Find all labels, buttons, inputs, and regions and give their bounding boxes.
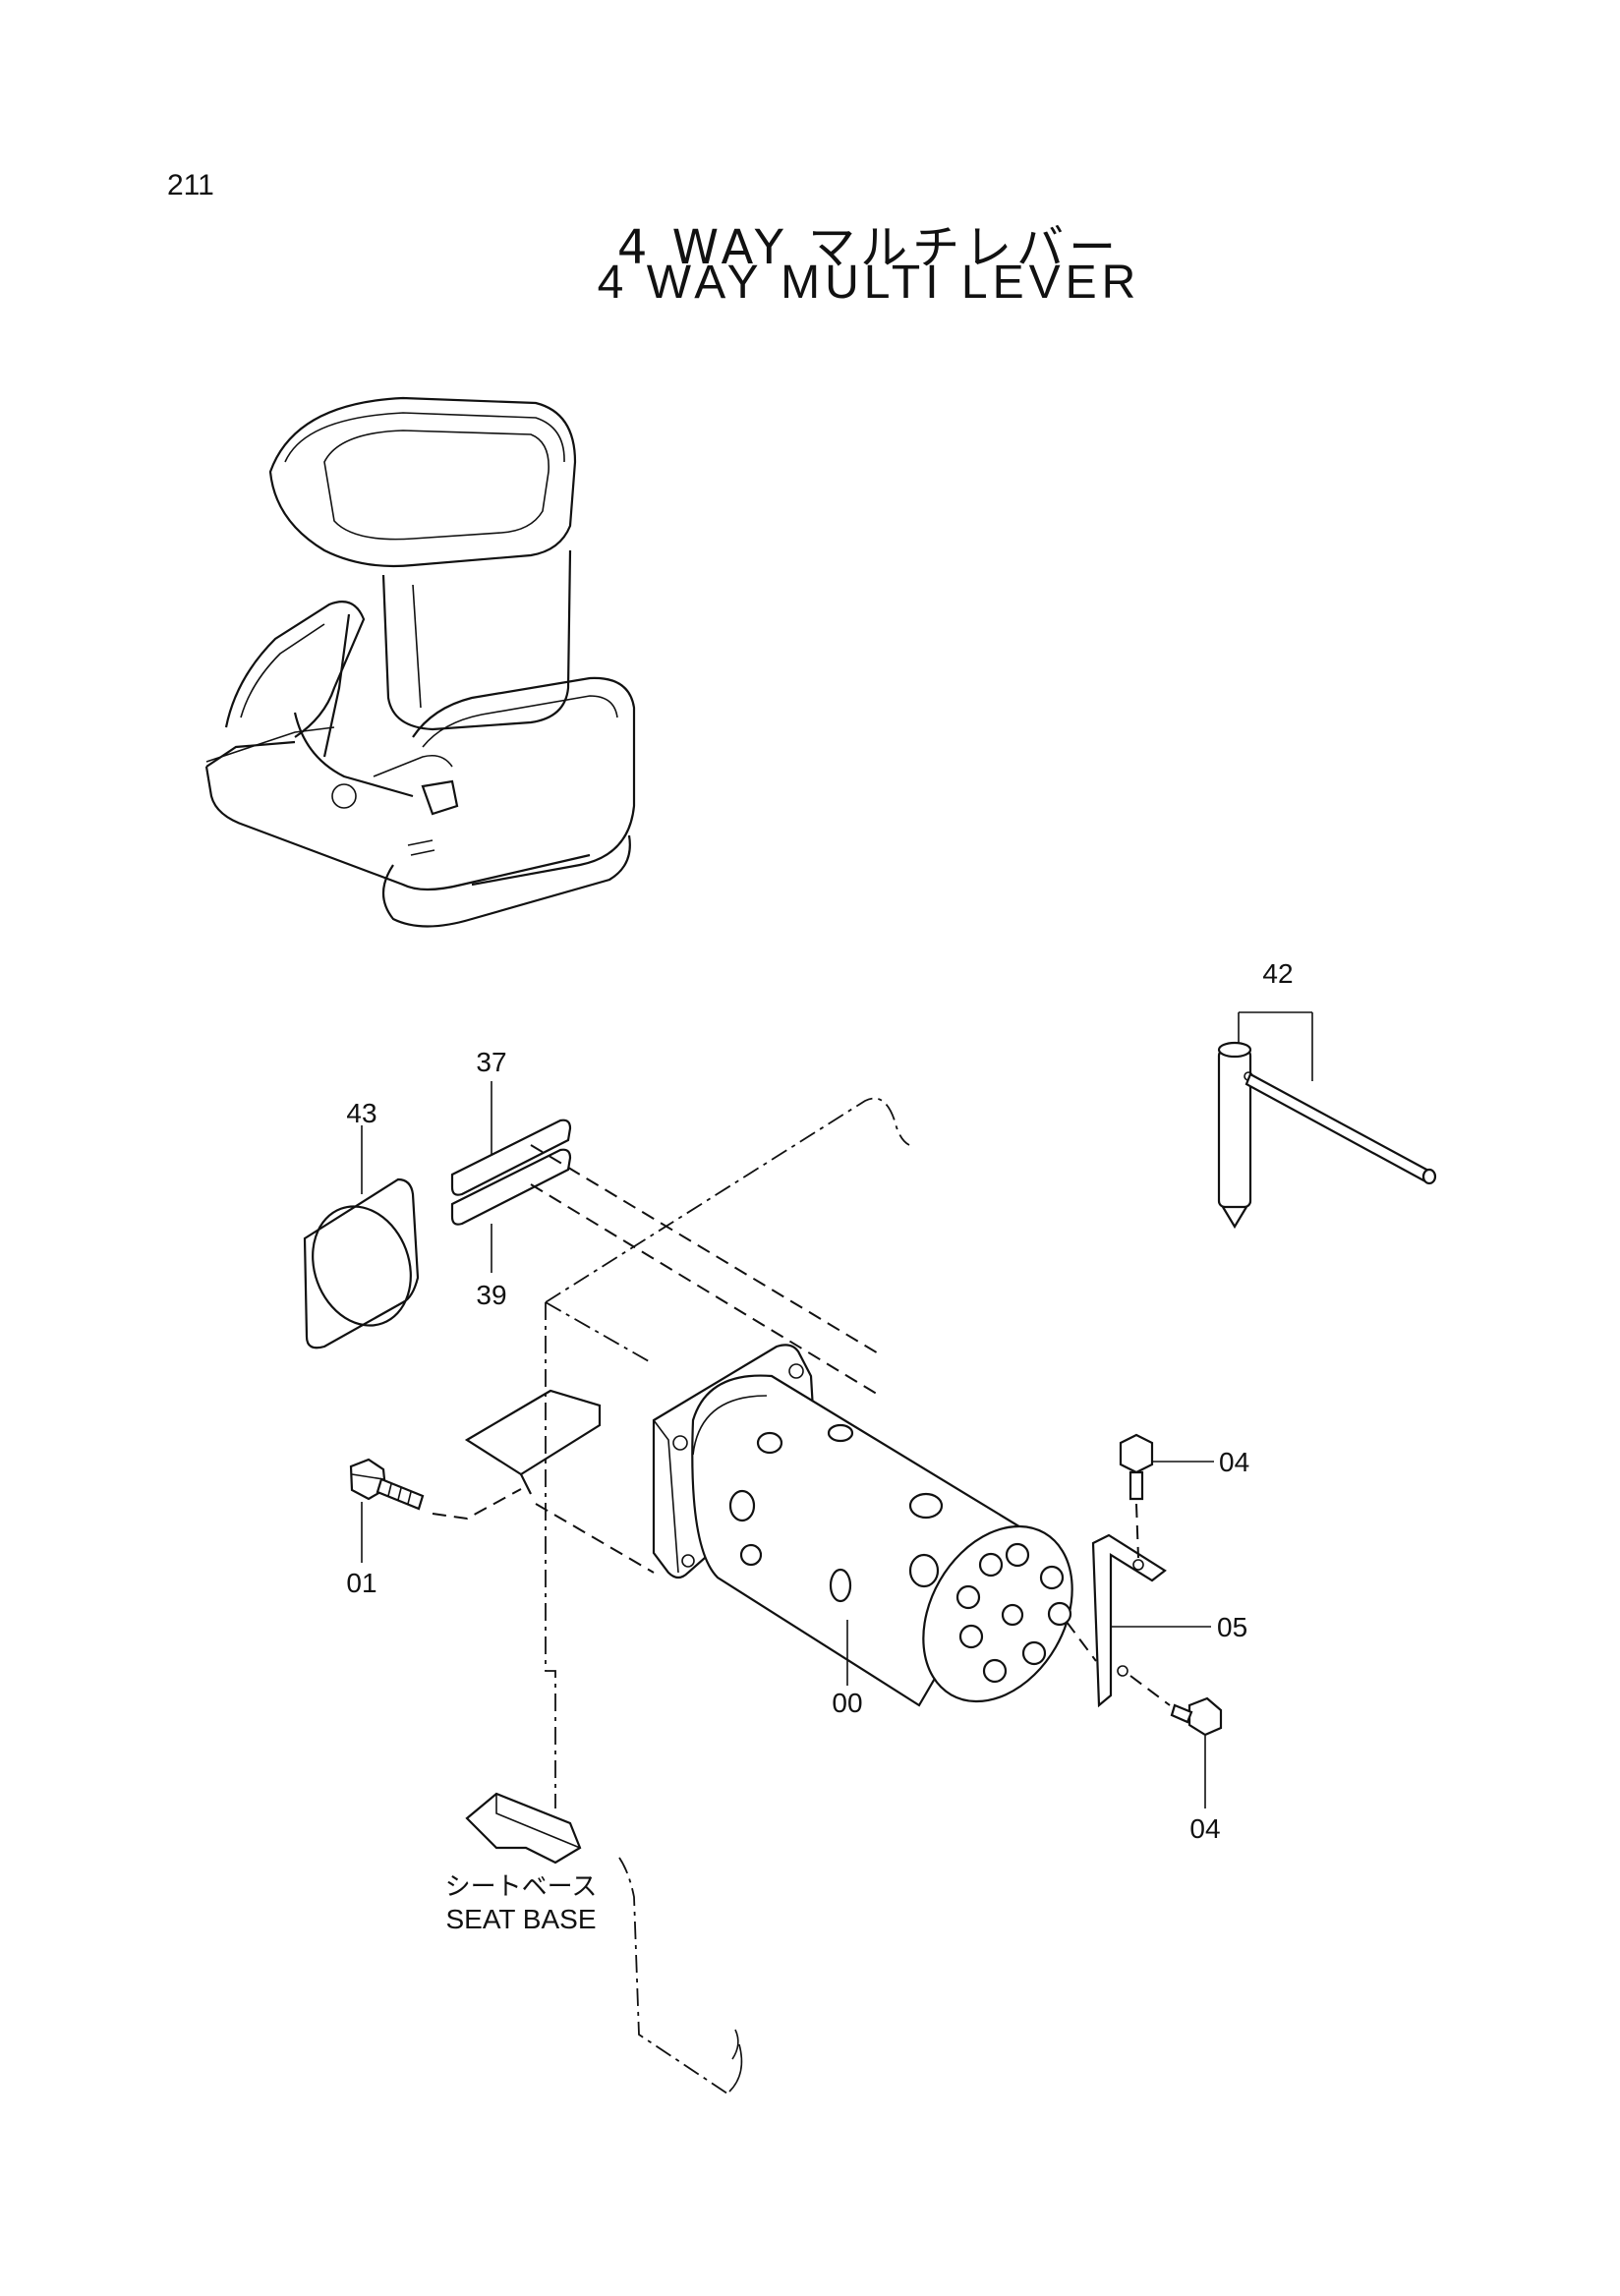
callout-43: 43 [346, 1098, 376, 1128]
callout-00: 00 [832, 1688, 862, 1718]
console-bracket [464, 1389, 655, 1574]
callout-05: 05 [1217, 1612, 1247, 1642]
seat-base-label-en: SEAT BASE [445, 1904, 596, 1934]
part-04-bolt-top [1119, 1433, 1214, 1559]
part-43-plate [303, 1125, 420, 1349]
console-phantom-outline [545, 1097, 910, 2095]
part-37-39-decals [450, 1081, 881, 1397]
callout-04-top: 04 [1219, 1447, 1249, 1477]
seat-base-label-jp: シートベース [445, 1872, 598, 1902]
callout-42: 42 [1262, 958, 1293, 989]
callout-01: 01 [346, 1568, 376, 1598]
machine-overview-sketch [204, 396, 636, 928]
callout-04-bottom: 04 [1189, 1813, 1220, 1844]
callout-39: 39 [476, 1280, 506, 1310]
callout-37: 37 [476, 1047, 506, 1077]
title-japanese: 4 WAY マルチレバー [616, 220, 1122, 275]
part-05-bracket [1091, 1533, 1211, 1708]
part-00-valve [652, 1344, 1097, 1707]
part-01-bolt [349, 1458, 522, 1563]
page-number: 211 [167, 169, 214, 201]
seat-base-part [465, 1792, 582, 1865]
part-04-bolt-bottom [1129, 1675, 1223, 1808]
title-english: 4 WAY MULTI LEVER [597, 257, 1141, 309]
part-42-pin-rod [1217, 1011, 1437, 1230]
